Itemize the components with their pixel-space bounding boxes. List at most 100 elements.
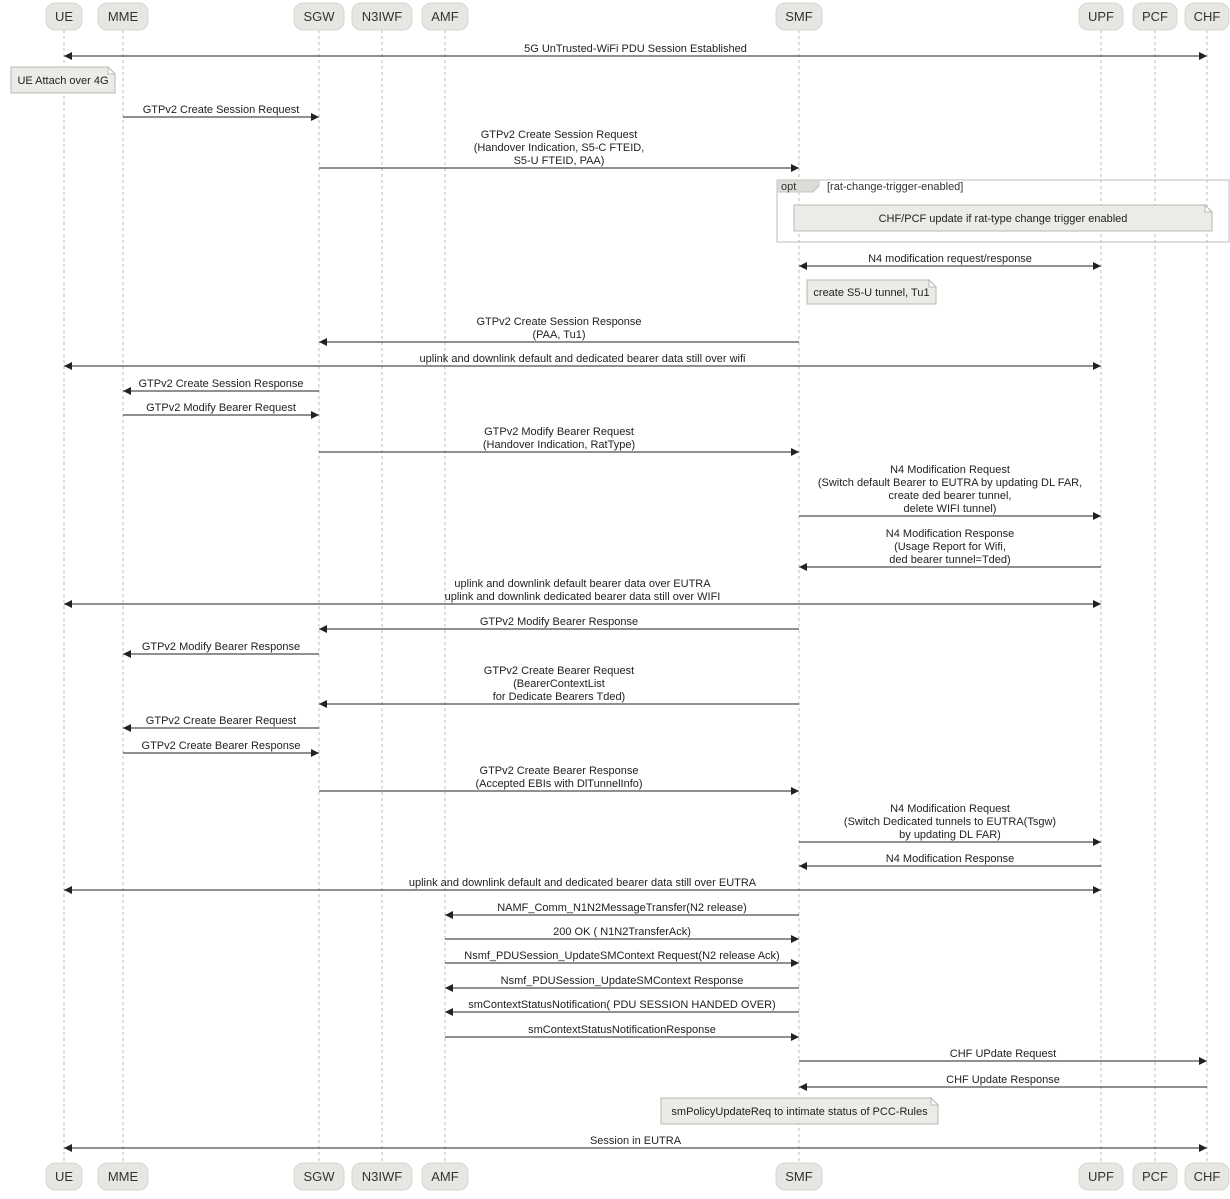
- arrow-head: [791, 787, 799, 795]
- message-9: uplink and downlink default and dedicate…: [64, 353, 1101, 370]
- message-label: N4 Modification Request: [890, 464, 1010, 476]
- participant-label: UPF: [1088, 9, 1114, 24]
- arrow-head: [64, 52, 72, 60]
- participant-box: [775, 1162, 823, 1191]
- message-label: uplink and downlink default and dedicate…: [409, 877, 757, 889]
- message-31: CHF UPdate Request: [799, 1048, 1207, 1065]
- message-label: GTPv2 Create Session Request: [143, 104, 300, 116]
- frame-tab: [776, 179, 820, 193]
- message-0: 5G UnTrusted-WiFi PDU Session Establishe…: [64, 43, 1207, 60]
- arrow-head: [799, 262, 807, 270]
- message-10: GTPv2 Create Session Response: [123, 378, 319, 395]
- arrow-head: [123, 724, 131, 732]
- arrow-head: [319, 700, 327, 708]
- participant-box: [1132, 2, 1178, 31]
- note-text: smPolicyUpdateReq to intimate status of …: [671, 1106, 928, 1118]
- message-14: N4 Modification Response(Usage Report fo…: [799, 528, 1101, 571]
- participant-box: [45, 2, 83, 31]
- note-5: CHF/PCF update if rat-type change trigge…: [793, 203, 1214, 232]
- arrow-head: [123, 650, 131, 658]
- participant-box: [421, 1162, 469, 1191]
- participant-label: AMF: [431, 1169, 459, 1184]
- message-label: (Switch Dedicated tunnels to EUTRA(Tsgw): [844, 816, 1056, 828]
- participant-label: N3IWF: [362, 1169, 403, 1184]
- message-2: GTPv2 Create Session Request: [123, 104, 319, 121]
- message-label: GTPv2 Create Bearer Response: [142, 740, 301, 752]
- message-label: 5G UnTrusted-WiFi PDU Session Establishe…: [524, 43, 747, 55]
- message-label: GTPv2 Create Session Request: [481, 129, 638, 141]
- message-21: GTPv2 Create Bearer Response(Accepted EB…: [319, 765, 799, 795]
- note-text: CHF/PCF update if rat-type change trigge…: [879, 213, 1128, 225]
- participant-label: MME: [108, 9, 139, 24]
- participant-n3iwf-top: N3IWF: [351, 2, 413, 31]
- arrow-head: [799, 862, 807, 870]
- message-11: GTPv2 Modify Bearer Request: [123, 402, 319, 419]
- message-23: N4 Modification Response: [799, 853, 1101, 870]
- message-label: GTPv2 Create Bearer Response: [480, 765, 639, 777]
- message-label: Nsmf_PDUSession_UpdateSMContext Response: [501, 975, 744, 987]
- participant-box: [45, 1162, 83, 1191]
- message-27: Nsmf_PDUSession_UpdateSMContext Request(…: [445, 950, 799, 967]
- participant-label: MME: [108, 1169, 139, 1184]
- message-label: GTPv2 Modify Bearer Request: [146, 402, 296, 414]
- message-3: GTPv2 Create Session Request(Handover In…: [319, 129, 799, 172]
- participant-pcf-bottom: PCF: [1132, 1162, 1178, 1191]
- participant-box: [1078, 1162, 1124, 1191]
- arrow-head: [791, 1033, 799, 1041]
- message-label: CHF UPdate Request: [950, 1048, 1056, 1060]
- participant-label: PCF: [1142, 9, 1168, 24]
- message-label: GTPv2 Modify Bearer Request: [484, 426, 634, 438]
- frame-label: opt: [781, 181, 796, 193]
- message-label: create ded bearer tunnel,: [889, 490, 1012, 502]
- message-19: GTPv2 Create Bearer Request: [123, 715, 319, 732]
- participant-label: SGW: [303, 1169, 335, 1184]
- arrow-head: [319, 625, 327, 633]
- note-fold: [107, 65, 117, 75]
- note-text: create S5-U tunnel, Tu1: [813, 287, 929, 299]
- participant-box: [97, 2, 149, 31]
- arrow-head: [1199, 1057, 1207, 1065]
- message-6: N4 modification request/response: [799, 253, 1101, 270]
- note-1: UE Attach over 4G: [10, 65, 117, 94]
- arrow-head: [445, 911, 453, 919]
- message-25: NAMF_Comm_N1N2MessageTransfer(N2 release…: [445, 902, 799, 919]
- message-8: GTPv2 Create Session Response(PAA, Tu1): [319, 316, 799, 346]
- message-label: uplink and downlink dedicated bearer dat…: [445, 591, 721, 603]
- participant-box: [421, 2, 469, 31]
- message-18: GTPv2 Create Bearer Request(BearerContex…: [319, 665, 799, 708]
- arrow-head: [791, 448, 799, 456]
- arrow-head: [311, 411, 319, 419]
- arrow-head: [123, 387, 131, 395]
- message-24: uplink and downlink default and dedicate…: [64, 877, 1101, 894]
- arrow-head: [64, 1144, 72, 1152]
- message-28: Nsmf_PDUSession_UpdateSMContext Response: [445, 975, 799, 992]
- arrow-head: [311, 749, 319, 757]
- note-box: [10, 66, 116, 94]
- arrow-head: [1199, 1144, 1207, 1152]
- participant-amf-top: AMF: [421, 2, 469, 31]
- note-7: create S5-U tunnel, Tu1: [806, 278, 938, 305]
- participant-label: SMF: [785, 9, 813, 24]
- message-label: GTPv2 Create Bearer Request: [146, 715, 296, 727]
- message-label: S5-U FTEID, PAA): [514, 155, 605, 167]
- participant-label: AMF: [431, 9, 459, 24]
- message-label: Session in EUTRA: [590, 1135, 682, 1147]
- message-26: 200 OK ( N1N2TransferAck): [445, 926, 799, 943]
- participant-label: UE: [55, 9, 73, 24]
- message-12: GTPv2 Modify Bearer Request(Handover Ind…: [319, 426, 799, 456]
- participant-box: [775, 2, 823, 31]
- participant-label: UPF: [1088, 1169, 1114, 1184]
- participant-ue-bottom: UE: [45, 1162, 83, 1191]
- frame-condition: [rat-change-trigger-enabled]: [827, 181, 963, 193]
- arrow-head: [1093, 512, 1101, 520]
- arrow-head: [1093, 886, 1101, 894]
- message-label: (Accepted EBIs with DlTunnelInfo): [475, 778, 642, 790]
- message-label: GTPv2 Modify Bearer Response: [480, 616, 638, 628]
- message-32: CHF Update Response: [799, 1074, 1207, 1091]
- note-fold: [928, 278, 938, 288]
- arrow-head: [445, 1008, 453, 1016]
- participant-sgw-top: SGW: [293, 2, 345, 31]
- message-label: N4 modification request/response: [868, 253, 1032, 265]
- arrow-head: [791, 959, 799, 967]
